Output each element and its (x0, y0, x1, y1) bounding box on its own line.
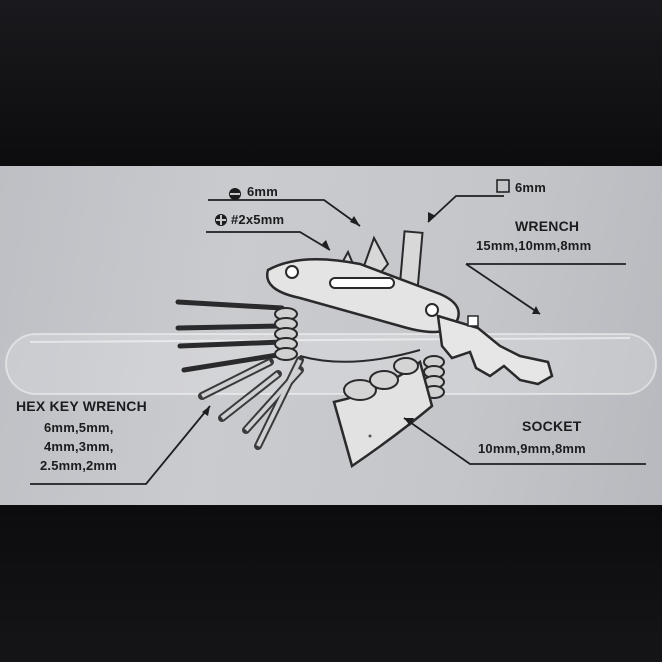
flat-driver-size: 6mm (247, 184, 278, 199)
square-head-icon (496, 179, 510, 193)
phillips-head-icon (215, 214, 227, 226)
socket-title: SOCKET (522, 418, 582, 434)
hex-key-title: HEX KEY WRENCH (16, 398, 147, 414)
arrowheads (202, 212, 540, 426)
hex-keys (175, 299, 287, 373)
socket-sizes: 10mm,9mm,8mm (478, 441, 586, 456)
flat-head-icon (229, 188, 241, 200)
socket-holder (332, 357, 434, 469)
dark-frame-bottom (0, 505, 662, 662)
square-driver-size: 6mm (515, 180, 546, 195)
callout-leaders (30, 195, 646, 485)
hex-sizes-line-2: 4mm,3mm, (44, 439, 114, 454)
wrench-title: WRENCH (515, 218, 580, 234)
multitool-illustration (5, 179, 657, 485)
packaging-panel: 6mm #2x5mm 6mm WRENCH 15mm,10mm,8mm HEX … (0, 166, 662, 505)
wrench-arm (436, 314, 554, 386)
wrench-sizes: 15mm,10mm,8mm (476, 238, 592, 253)
blister-tube (5, 333, 657, 395)
pivot-coil-left (274, 307, 298, 361)
phillips-driver-size: #2x5mm (231, 212, 285, 227)
dark-frame-top (0, 0, 662, 166)
hex-sizes-line-3: 2.5mm,2mm (40, 458, 117, 473)
pivot-coil-right (423, 355, 445, 399)
hex-sizes-line-1: 6mm,5mm, (44, 420, 114, 435)
